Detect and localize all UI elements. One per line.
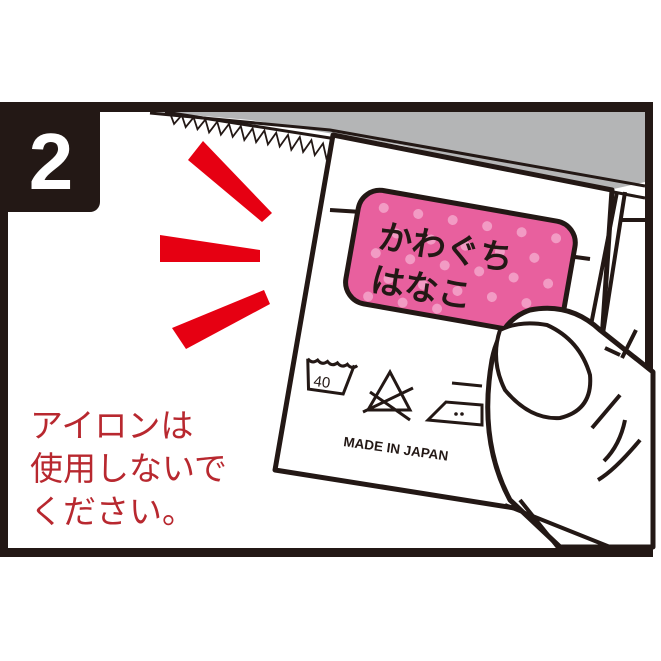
name-label: かわぐち はなこ — [343, 187, 578, 338]
caption-line-3: ください。 — [30, 492, 195, 531]
thumb — [485, 305, 656, 552]
step-number: 2 — [28, 117, 74, 206]
step-badge: 2 — [0, 102, 100, 212]
wash-40-icon: 40 — [306, 357, 359, 396]
emphasis-marks — [160, 141, 272, 349]
instruction-caption: アイロンは 使用しないで ください。 — [30, 404, 227, 533]
no-bleach-icon — [362, 368, 414, 422]
caption-line-2: 使用しないで — [30, 449, 228, 488]
iron-low-icon — [424, 381, 484, 427]
wash-temp: 40 — [312, 373, 331, 392]
caption-line-1: アイロンは — [30, 406, 194, 445]
